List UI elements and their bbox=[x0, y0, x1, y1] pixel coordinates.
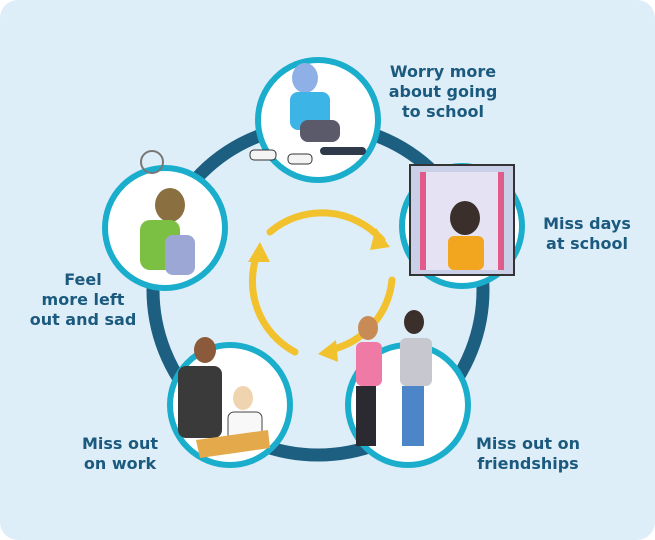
arrowhead-left bbox=[248, 242, 270, 262]
sad-child-hugging-knees-icon bbox=[140, 150, 195, 275]
teacher-and-student-icon bbox=[178, 337, 270, 458]
teen-sitting-on-skateboard-icon bbox=[249, 63, 366, 165]
step-label-friendships: Miss out on friendships bbox=[476, 434, 580, 474]
two-friends-walking-icon bbox=[356, 310, 432, 446]
child-at-window-icon bbox=[409, 164, 515, 276]
arrow-right bbox=[326, 276, 396, 354]
label-line: Worry more bbox=[389, 62, 497, 81]
arrow-top bbox=[266, 209, 386, 244]
label-line: to school bbox=[401, 102, 485, 121]
arrowhead-right bbox=[318, 340, 338, 362]
label-line: friendships bbox=[477, 454, 579, 473]
label-line: Miss out on bbox=[476, 434, 581, 453]
step-label-work: Miss out on work bbox=[78, 434, 162, 474]
label-line: out and sad bbox=[29, 310, 137, 329]
step-label-miss-days: Miss days at school bbox=[540, 214, 634, 254]
label-line: Miss out bbox=[81, 434, 159, 453]
label-line: at school bbox=[546, 234, 628, 253]
label-line: more left bbox=[41, 290, 125, 309]
label-line: on work bbox=[83, 454, 157, 473]
arrow-left bbox=[248, 248, 299, 356]
label-line: about going bbox=[388, 82, 498, 101]
label-line: Miss days bbox=[543, 214, 631, 233]
step-label-sad: Feel more left out and sad bbox=[28, 270, 138, 330]
label-line: Feel bbox=[64, 270, 102, 289]
step-label-worry: Worry more about going to school bbox=[388, 62, 498, 122]
arrowhead-top bbox=[370, 228, 390, 250]
